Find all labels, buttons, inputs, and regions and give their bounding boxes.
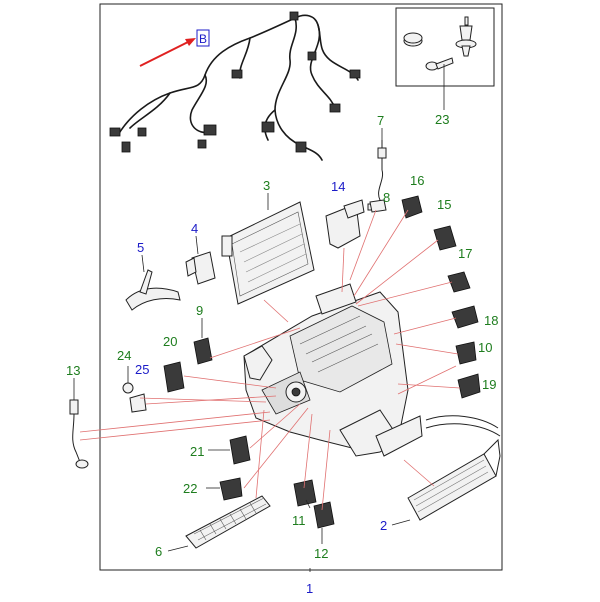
sensor-bracket [325, 199, 365, 249]
wiring-harness [109, 11, 361, 161]
hvac-housing [243, 283, 423, 457]
actuator-22 [219, 477, 243, 501]
heater-core [407, 415, 501, 521]
callout-3: 3 [263, 178, 270, 193]
fastener-screw-icon [425, 57, 454, 71]
actuator-24 [122, 382, 134, 394]
actuator-16 [401, 195, 423, 219]
callout-17: 17 [458, 246, 472, 261]
callout-13: 13 [66, 363, 80, 378]
callout-19: 19 [482, 377, 496, 392]
actuator-18 [451, 305, 479, 329]
callout-9: 9 [196, 303, 203, 318]
callout-16: 16 [410, 173, 424, 188]
callout-18: 18 [484, 313, 498, 328]
callout-8: 8 [383, 190, 390, 205]
callout-7: 7 [377, 113, 384, 128]
actuator-12 [313, 501, 335, 529]
callout-23: 23 [435, 112, 449, 127]
callout-12: 12 [314, 546, 328, 561]
actuator-20 [163, 361, 185, 393]
expansion-valve [185, 251, 216, 285]
callout-4: 4 [191, 221, 198, 236]
callout-21: 21 [190, 444, 204, 459]
callout-6: 6 [155, 544, 162, 559]
callout-15: 15 [437, 197, 451, 212]
evaporator-core [221, 201, 315, 305]
air-duct-grille [185, 495, 271, 549]
diagram-frame [99, 3, 503, 571]
actuator-8 [369, 199, 387, 213]
leader-lines [79, 209, 461, 511]
actuator-25 [129, 393, 147, 413]
actuator-17 [447, 271, 471, 293]
fastener-pushpin-icon [455, 16, 477, 57]
actuator-15 [433, 225, 457, 251]
callout-25: 25 [135, 362, 149, 377]
actuator-19 [457, 373, 481, 399]
red-pointer-arrow [139, 39, 193, 67]
red-arrowhead [185, 38, 196, 46]
callout-11: 11 [292, 513, 306, 528]
callout-5: 5 [137, 240, 144, 255]
harness-tag-label: B [199, 32, 207, 46]
actuator-9 [193, 337, 213, 365]
fastener-clip-icon [403, 32, 423, 47]
callout-leaders [73, 64, 445, 572]
callout-14: 14 [331, 179, 345, 194]
callout-2: 2 [380, 518, 387, 533]
harness-tag-box [196, 29, 210, 47]
actuator-10 [455, 341, 477, 365]
callout-22: 22 [183, 481, 197, 496]
actuator-21 [229, 435, 251, 465]
fasteners-inset-box [395, 7, 495, 87]
callout-10: 10 [478, 340, 492, 355]
actuator-11 [293, 479, 317, 507]
ac-pipe [125, 269, 181, 311]
callout-24: 24 [117, 348, 131, 363]
callout-1: 1 [306, 581, 313, 596]
aspirator-sensor [69, 399, 89, 469]
callout-20: 20 [163, 334, 177, 349]
